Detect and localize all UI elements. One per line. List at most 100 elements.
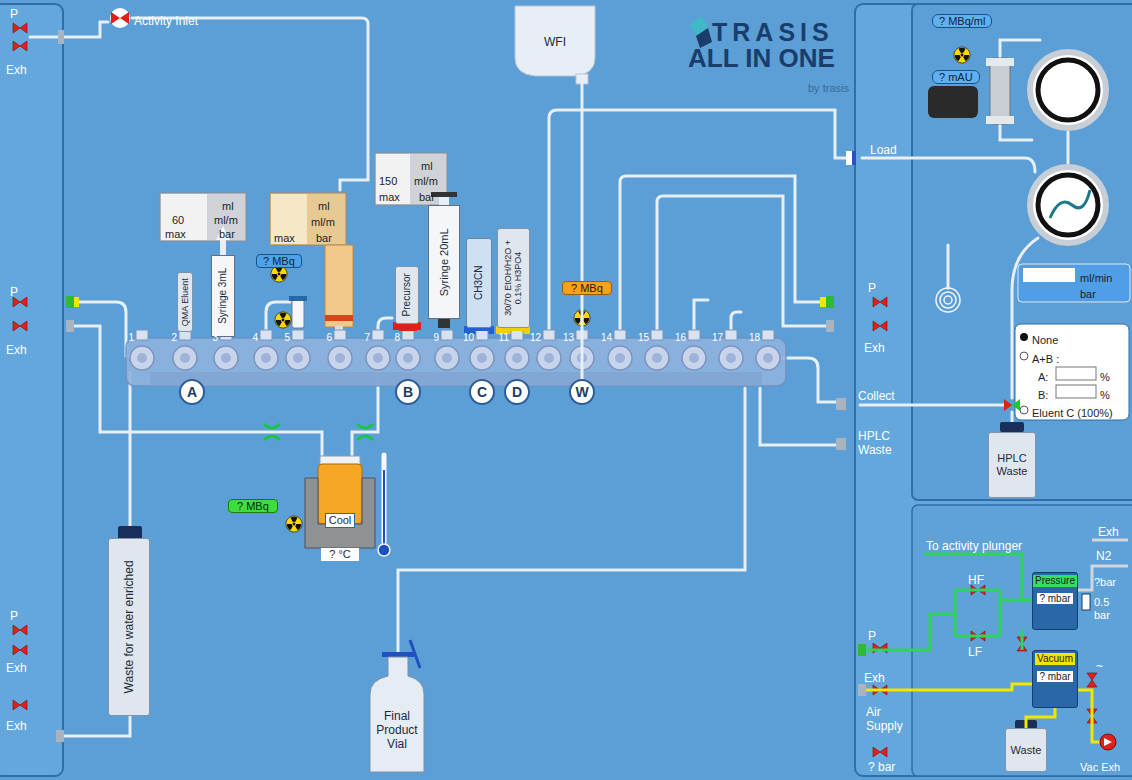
manifold-valve xyxy=(254,346,278,370)
node-text: Waste xyxy=(1011,744,1042,757)
connector-ports xyxy=(66,320,74,332)
label-text: Vac Exh xyxy=(1080,761,1120,773)
vacuum-gauge: Vacuum? mbar xyxy=(1032,650,1078,708)
ui-label: LF xyxy=(968,642,982,660)
ui-label: ? MBq xyxy=(562,278,612,296)
syringe-plungers xyxy=(220,240,226,256)
node-text: Syringe 3mL xyxy=(217,268,229,324)
manifold-valve xyxy=(435,346,459,370)
manifold-valve xyxy=(328,346,352,370)
manifold-valve xyxy=(762,330,774,340)
manifold-valve xyxy=(260,330,272,340)
label-text: B: xyxy=(1038,389,1048,401)
tubing xyxy=(862,158,1035,172)
manifold-valve xyxy=(725,330,737,340)
reactor xyxy=(305,478,375,548)
manifold-valve xyxy=(682,346,706,370)
activity-syringe xyxy=(325,245,353,334)
node-text: CH3CN xyxy=(473,266,485,300)
callout-number: 3 xyxy=(194,332,218,344)
manifold-valve xyxy=(286,346,310,370)
ui-label: HPLC Waste xyxy=(858,430,910,458)
manifold-valve xyxy=(130,346,154,370)
ui-label: 0.5 bar xyxy=(1094,596,1124,621)
connector-ports xyxy=(858,644,866,656)
ui-label: Load xyxy=(870,140,897,158)
hplc-hardware xyxy=(1038,60,1098,120)
manifold-valve xyxy=(221,353,231,363)
pinch-valves xyxy=(873,321,887,331)
label-text: Collect xyxy=(858,389,895,403)
callout-number: 13 xyxy=(550,332,574,344)
manifold-valve xyxy=(293,353,303,363)
ui-label: bar xyxy=(1080,284,1096,302)
tubing-connector xyxy=(581,80,584,379)
callout-number: 7 xyxy=(346,332,370,344)
ui-label: HF xyxy=(968,570,984,588)
label-text: by trasis xyxy=(808,82,849,94)
ui-label: bar xyxy=(419,187,435,205)
hplc-waste-bottle: HPLC Waste xyxy=(988,432,1036,498)
label-text: bar xyxy=(1080,288,1096,300)
manifold-valve xyxy=(292,330,304,340)
gas-lines xyxy=(1021,630,1024,650)
manifold-valve xyxy=(366,346,390,370)
hplc-hardware xyxy=(944,296,952,304)
node-text: QMA Eluent xyxy=(180,278,190,326)
ui-label: P xyxy=(10,282,18,300)
manifold-valve xyxy=(651,330,663,340)
ui-label: Exh xyxy=(6,658,27,676)
ui-label: Vac Exh xyxy=(1080,757,1120,775)
ui-label: A+B : xyxy=(1032,349,1059,367)
pinch-valves xyxy=(1087,673,1097,687)
label-text: 7 xyxy=(346,332,370,344)
hplc-hardware xyxy=(936,288,960,312)
ui-label: ml/m xyxy=(311,212,335,230)
connector-ports xyxy=(826,296,834,308)
label-text: 11 xyxy=(485,332,509,344)
manifold-valve xyxy=(396,324,420,370)
tubing xyxy=(620,176,830,340)
product-vial xyxy=(370,640,424,772)
activity-inlet-icon xyxy=(110,8,130,28)
hplc-hardware xyxy=(1020,333,1028,341)
pinch-valves xyxy=(873,747,887,757)
position-circle: D xyxy=(504,379,530,405)
label-text: max xyxy=(379,191,400,203)
syringe-plungers xyxy=(438,318,450,328)
ui-label: To activity plunger xyxy=(926,536,1022,554)
position-circle: W xyxy=(569,379,595,405)
hplc-hardware xyxy=(1023,268,1075,282)
ui-label: Exh xyxy=(1098,522,1119,540)
tubing xyxy=(657,196,830,340)
node-text: ? mbar xyxy=(1037,593,1073,605)
node-text: ? mbar xyxy=(1037,671,1073,683)
hplc-hardware xyxy=(986,116,1014,124)
gas-lines xyxy=(924,554,1032,600)
product-vial: Final Product Vial xyxy=(372,692,422,770)
ui-label: N2 xyxy=(1096,546,1111,564)
manifold-valve xyxy=(403,353,413,363)
node-text: Final Product Vial xyxy=(372,710,422,751)
label-text: % xyxy=(1100,389,1110,401)
radiation-icons xyxy=(954,47,970,63)
label-text: bar xyxy=(219,228,235,240)
label-text: A+B : xyxy=(1032,353,1059,365)
hplc-hardware xyxy=(1018,264,1130,302)
syringe-plungers xyxy=(216,192,457,328)
hplc-hardware xyxy=(1038,175,1098,235)
tubing xyxy=(780,358,840,402)
reagent-vial: QMA Eluent xyxy=(177,272,193,332)
node-text: C xyxy=(477,384,487,400)
ui-label: Exh xyxy=(864,668,885,686)
activity-syringe xyxy=(325,245,353,327)
tubing xyxy=(1067,132,1070,168)
label-text: ml/m xyxy=(311,216,335,228)
node-text: ? °C xyxy=(321,548,359,561)
hplc-hardware xyxy=(928,52,1130,432)
hplc-hardware xyxy=(1050,190,1090,218)
ui-label: Exh xyxy=(6,60,27,78)
ui-label: % xyxy=(1100,385,1110,403)
tubing xyxy=(60,716,130,736)
node-text: Syringe 20mL xyxy=(438,228,451,296)
